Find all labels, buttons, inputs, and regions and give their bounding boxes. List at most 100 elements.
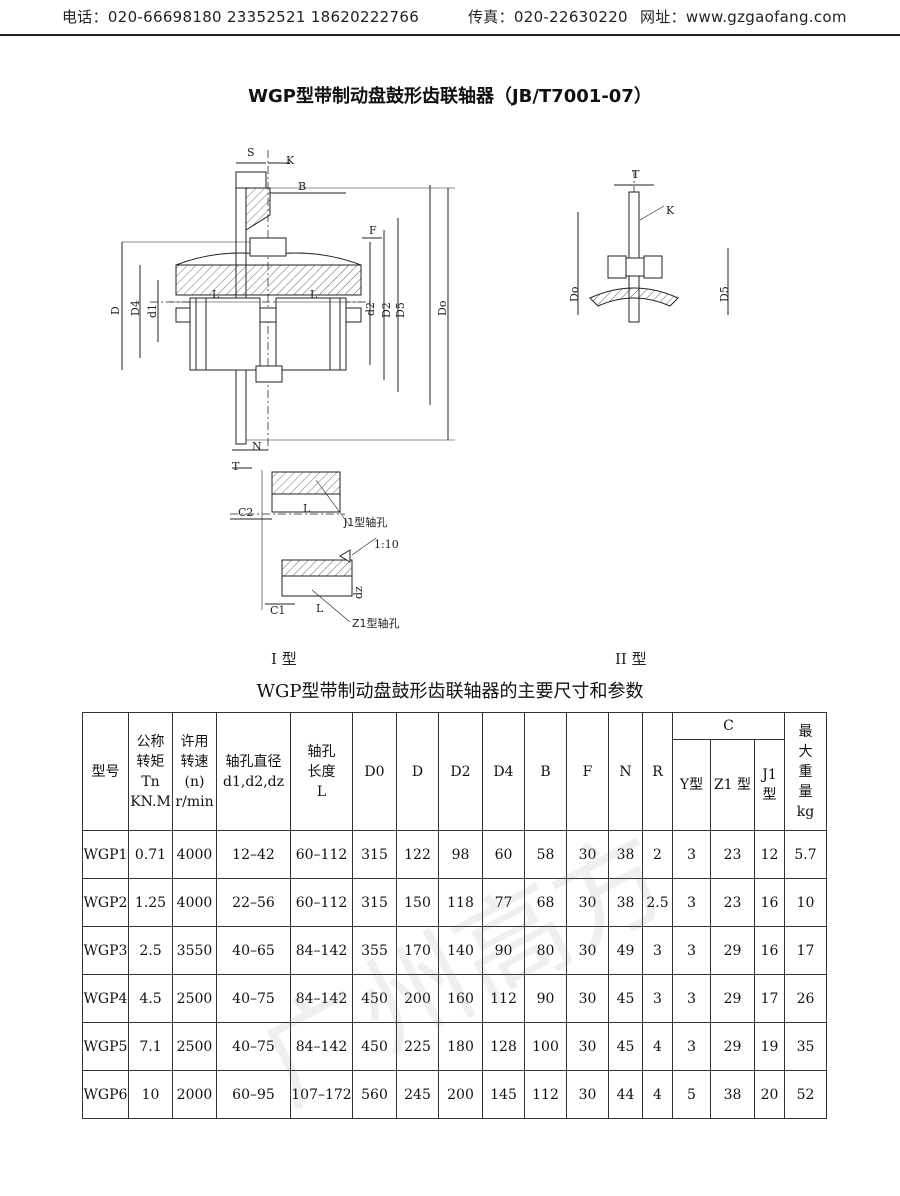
table-cell: 4 <box>642 1022 673 1071</box>
table-cell: 17 <box>754 974 785 1023</box>
table-cell: 112 <box>482 974 525 1023</box>
table-cell: 40–75 <box>216 974 291 1023</box>
col-C-Z1: Z1 型 <box>710 739 755 831</box>
svg-text:D4: D4 <box>129 300 142 316</box>
col-speed: 许用转速 (n)r/min <box>172 712 217 831</box>
table-cell: 16 <box>754 878 785 927</box>
svg-text:D5: D5 <box>718 286 731 302</box>
table-cell: 4 <box>642 1070 673 1119</box>
table-cell: 107–172 <box>290 1070 353 1119</box>
table-cell: 1.25 <box>128 878 173 927</box>
table-cell: 245 <box>396 1070 439 1119</box>
table-cell: 170 <box>396 926 439 975</box>
table-cell: 17 <box>784 926 827 975</box>
table-cell: 29 <box>710 1022 755 1071</box>
table-cell: 315 <box>352 830 397 879</box>
col-length: 轴孔长度 L <box>290 712 353 831</box>
col-B: B <box>524 712 567 831</box>
table-cell: 30 <box>566 1070 609 1119</box>
fax-text: 传真：020-22630220 <box>468 8 628 26</box>
table-cell: 2.5 <box>128 926 173 975</box>
table-cell: 90 <box>524 974 567 1023</box>
svg-text:Do: Do <box>568 286 581 302</box>
col-D4: D4 <box>482 712 525 831</box>
svg-text:K: K <box>666 204 675 217</box>
table-cell: 5 <box>672 1070 711 1119</box>
table-cell: 84–142 <box>290 1022 353 1071</box>
table-cell: 180 <box>438 1022 483 1071</box>
table-cell: 5.7 <box>784 830 827 879</box>
table-cell: WGP3 <box>82 926 129 975</box>
svg-text:C1: C1 <box>270 604 285 617</box>
svg-text:L: L <box>310 288 318 301</box>
col-F: F <box>566 712 609 831</box>
svg-text:L: L <box>303 502 311 515</box>
table-cell: 90 <box>482 926 525 975</box>
table-cell: 3550 <box>172 926 217 975</box>
svg-text:J1型轴孔: J1型轴孔 <box>343 515 387 529</box>
table-cell: 150 <box>396 878 439 927</box>
col-D2: D2 <box>438 712 483 831</box>
svg-text:dz: dz <box>352 586 365 599</box>
table-cell: 98 <box>438 830 483 879</box>
table-cell: 60–95 <box>216 1070 291 1119</box>
svg-text:T: T <box>632 168 640 181</box>
contact-header: 电话：020-66698180 23352521 18620222766 传真：… <box>0 0 900 34</box>
table-cell: 2 <box>642 830 673 879</box>
table-cell: 4000 <box>172 830 217 879</box>
table-cell: 58 <box>524 830 567 879</box>
table-cell: 560 <box>352 1070 397 1119</box>
table-title: WGP型带制动盘鼓形齿联轴器的主要尺寸和参数 <box>256 681 644 702</box>
table-cell: 3 <box>672 1022 711 1071</box>
table-cell: 60–112 <box>290 830 353 879</box>
table-cell: 30 <box>566 1022 609 1071</box>
website-link[interactable]: 网址：www.gzgaofang.com <box>640 8 847 26</box>
table-cell: 200 <box>396 974 439 1023</box>
svg-text:Z1型轴孔: Z1型轴孔 <box>352 616 400 630</box>
header-divider <box>0 34 900 36</box>
z1-bore-detail: 1:10 C1 L dz Z1型轴孔 <box>261 470 400 630</box>
table-cell: 40–75 <box>216 1022 291 1071</box>
col-N: N <box>608 712 643 831</box>
table-cell: WGP6 <box>82 1070 129 1119</box>
table-cell: 60–112 <box>290 878 353 927</box>
table-cell: 4.5 <box>128 974 173 1023</box>
svg-text:C2: C2 <box>238 506 253 519</box>
type1-caption: I 型 <box>271 650 297 668</box>
table-cell: 26 <box>784 974 827 1023</box>
table-cell: 84–142 <box>290 926 353 975</box>
table-cell: 29 <box>710 974 755 1023</box>
table-cell: 0.71 <box>128 830 173 879</box>
table-cell: 200 <box>438 1070 483 1119</box>
table-cell: 3 <box>672 974 711 1023</box>
table-cell: 3 <box>672 926 711 975</box>
table-cell: 30 <box>566 830 609 879</box>
table-cell: 12 <box>754 830 785 879</box>
svg-text:1:10: 1:10 <box>374 538 399 551</box>
table-cell: 40–65 <box>216 926 291 975</box>
svg-text:D5: D5 <box>394 302 407 318</box>
col-C-Y: Y型 <box>672 739 711 831</box>
table-cell: 68 <box>524 878 567 927</box>
table-cell: 140 <box>438 926 483 975</box>
table-cell: 16 <box>754 926 785 975</box>
table-cell: 38 <box>608 830 643 879</box>
table-cell: 10 <box>128 1070 173 1119</box>
table-cell: 100 <box>524 1022 567 1071</box>
page-title: WGP型带制动盘鼓形齿联轴器（JB/T7001-07） <box>248 86 652 107</box>
type2-caption: II 型 <box>615 650 647 668</box>
table-cell: 29 <box>710 926 755 975</box>
type2-view: T K Do D5 <box>568 168 731 325</box>
svg-text:Do: Do <box>436 300 449 316</box>
table-cell: WGP2 <box>82 878 129 927</box>
table-cell: 35 <box>784 1022 827 1071</box>
col-group-C: C <box>672 712 785 740</box>
svg-text:L: L <box>316 602 324 615</box>
table-cell: 38 <box>608 878 643 927</box>
